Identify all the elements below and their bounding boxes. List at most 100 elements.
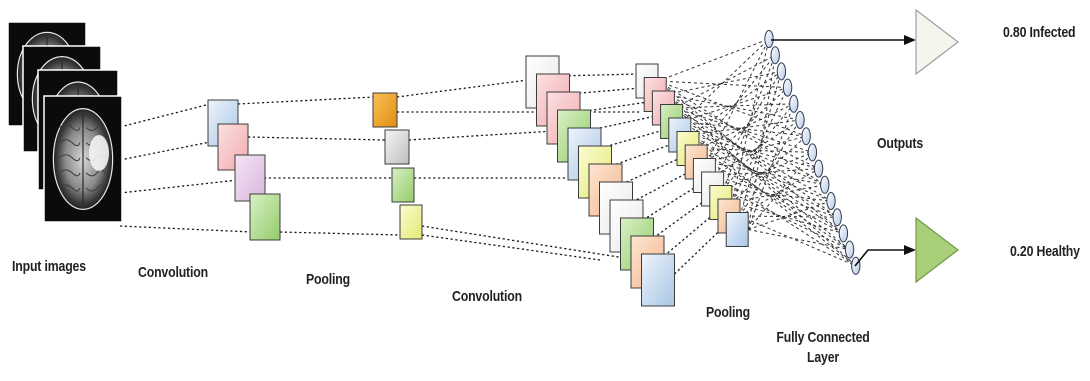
fc-connection-line	[748, 200, 832, 230]
fc-connection-line	[706, 87, 788, 163]
neuron-node-icon	[789, 94, 799, 113]
fc-connection-line	[674, 103, 794, 109]
dotted-connection-line	[237, 96, 375, 105]
label-fully-connected: Fully Connected Layer	[762, 329, 885, 366]
dotted-connection-line	[421, 234, 601, 261]
dotted-connection-line	[579, 100, 655, 113]
label-output-healthy: 0.20 Healthy	[1010, 243, 1080, 260]
arrowhead-icon	[904, 35, 916, 45]
neuron-node-icon	[776, 62, 787, 81]
triangle-arrow-icon	[915, 8, 959, 76]
feature-maps	[207, 55, 749, 307]
fc-connection-line	[747, 55, 776, 230]
fc-connection-line	[731, 202, 844, 234]
conv1-map	[234, 154, 266, 202]
neuron-node-icon	[801, 127, 811, 146]
neuron-node-icon	[813, 159, 824, 178]
fc-connection-line	[682, 38, 770, 122]
neuron-node-icon	[826, 192, 836, 210]
fc-connection-line	[747, 103, 795, 230]
fc-connection-line	[674, 54, 776, 109]
dotted-connection-line	[247, 136, 387, 141]
fc-connection-line	[682, 121, 826, 186]
label-pooling-1: Pooling	[306, 271, 350, 288]
output-arrow-line-healthy	[854, 249, 912, 267]
fc-connection-line	[715, 168, 819, 176]
input-images-stack	[7, 21, 123, 223]
fc-connection-line	[739, 71, 782, 217]
fc-connection-line	[665, 94, 857, 267]
dotted-connection-line	[119, 139, 221, 161]
arrowhead-icon	[904, 245, 916, 255]
fc-connection-line	[723, 188, 832, 202]
fc-connection-line	[706, 161, 844, 234]
fc-connection-line	[706, 38, 770, 163]
output-arrows	[771, 8, 959, 284]
dotted-connection-line	[558, 73, 639, 77]
fc-connection-line	[698, 148, 850, 251]
dotted-connection-line	[119, 225, 253, 233]
pool1-map	[391, 167, 415, 203]
pool1-map	[399, 204, 423, 240]
label-convolution-2: Convolution	[452, 288, 522, 305]
fc-connection-line	[723, 188, 850, 251]
triangle-arrow-icon	[915, 216, 959, 284]
conv2-map	[641, 253, 675, 307]
dotted-connection-line	[569, 86, 647, 95]
fc-connection-line	[714, 71, 782, 176]
label-fully-connected-line2: Layer	[806, 349, 840, 366]
label-input-images: Input images	[12, 258, 86, 275]
neuron-node-icon	[838, 224, 849, 243]
dotted-connection-line	[621, 154, 688, 185]
fc-connection-line	[739, 119, 801, 217]
fc-connection-line	[657, 38, 770, 82]
neuron-node-icon	[844, 240, 855, 259]
dotted-connection-line	[421, 225, 651, 263]
fc-connection-line	[674, 107, 850, 250]
fully-connected-nodes	[764, 30, 861, 275]
label-fully-connected-line1: Fully Connected	[776, 329, 870, 346]
dotted-connection-line	[119, 103, 211, 128]
label-outputs: Outputs	[877, 135, 923, 152]
fully-connected-lines	[657, 38, 857, 267]
fc-connection-line	[747, 152, 813, 230]
neuron-node-icon	[795, 111, 805, 129]
fc-connection-line	[690, 134, 857, 267]
fc-connection-line	[674, 107, 813, 153]
fc-connection-line	[666, 70, 782, 95]
neuron-node-icon	[770, 46, 780, 65]
dotted-connection-line	[279, 231, 401, 236]
fc-connection-line	[731, 184, 825, 203]
fc-connection-line	[739, 215, 838, 218]
conv1-map	[249, 193, 281, 241]
fc-connection-line	[715, 119, 801, 176]
fc-connection-line	[690, 134, 838, 218]
dotted-connection-line	[408, 129, 571, 141]
fc-connection-line	[657, 80, 844, 234]
neuron-node-icon	[820, 175, 830, 194]
fc-connection-line	[707, 135, 807, 163]
neuron-node-icon	[832, 208, 842, 227]
brain-mri-scan-icon	[43, 95, 123, 223]
fc-connection-line	[715, 175, 857, 267]
pool1-map	[372, 92, 398, 128]
pool2-map	[725, 212, 749, 247]
dotted-connection-line	[119, 179, 239, 194]
dotted-connection-line	[396, 79, 529, 98]
neuron-node-icon	[764, 30, 774, 48]
label-pooling-2: Pooling	[706, 304, 750, 321]
fc-connection-line	[748, 229, 850, 251]
fc-connection-line	[665, 94, 838, 218]
fc-connection-line	[657, 80, 788, 89]
label-convolution-1: Convolution	[138, 264, 208, 281]
pool1-map	[384, 129, 410, 165]
fc-connection-line	[731, 38, 770, 203]
neuron-node-icon	[807, 143, 818, 162]
label-output-infected: 0.80 Infected	[1003, 24, 1076, 41]
fc-connection-line	[657, 80, 807, 137]
tumor-region	[89, 135, 109, 171]
neuron-node-icon	[782, 78, 793, 97]
fc-connection-line	[665, 94, 819, 170]
